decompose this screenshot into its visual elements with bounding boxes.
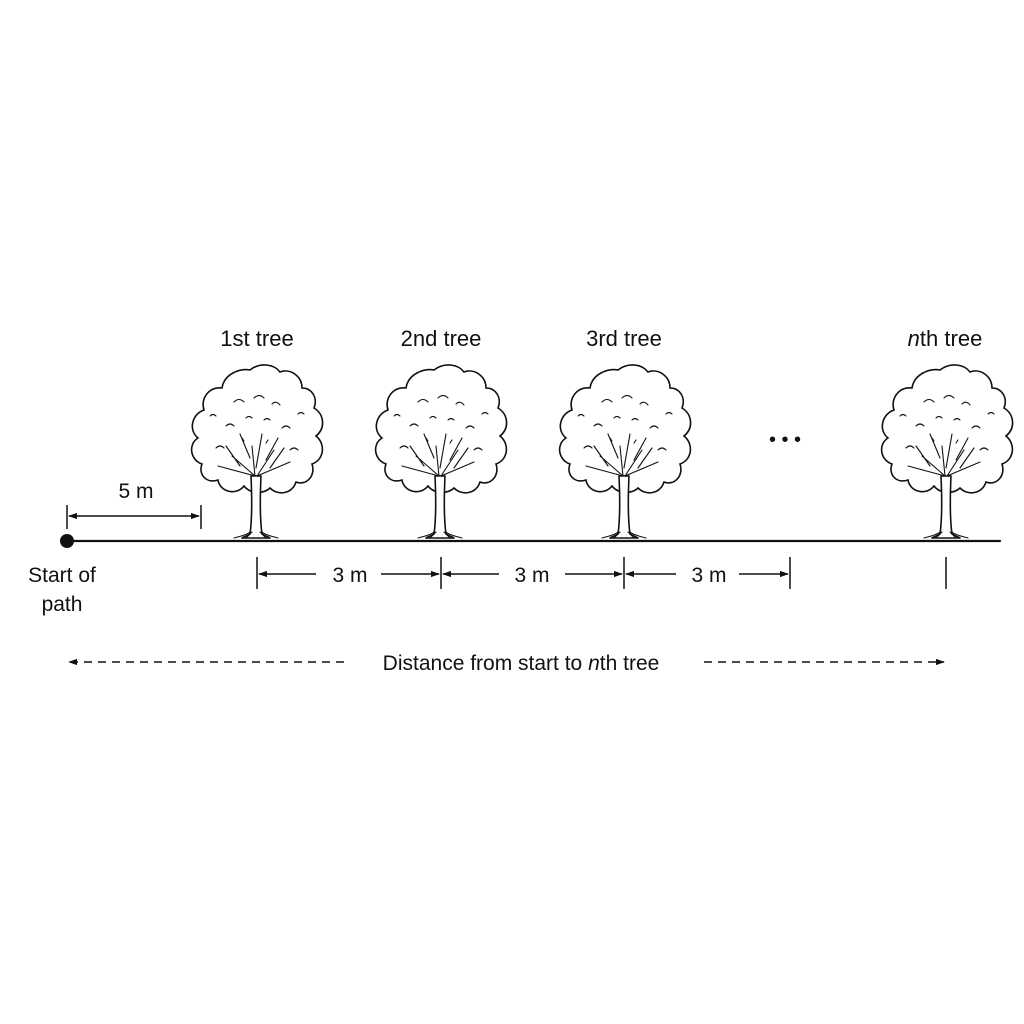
start-label-line2: path — [42, 593, 83, 616]
tree-2-label: 2nd tree — [401, 326, 482, 351]
tree-3-label: 3rd tree — [586, 326, 662, 351]
tree-n-label: nth tree — [908, 326, 983, 351]
tree-3-icon — [558, 364, 692, 539]
tree-1-label: 1st tree — [220, 326, 293, 351]
first-gap-label: 5 m — [118, 480, 153, 503]
spacing-3-label: 3 m — [691, 564, 726, 587]
spacing-1-label: 3 m — [332, 564, 367, 587]
tree-1-icon — [190, 364, 324, 539]
ellipsis-label: • • • — [769, 429, 801, 451]
start-label-line1: Start of — [28, 564, 96, 587]
start-point — [60, 534, 74, 548]
tree-2-icon — [374, 364, 508, 539]
spacing-2-label: 3 m — [514, 564, 549, 587]
tree-n-icon — [880, 364, 1014, 539]
total-distance-label: Distance from start to nth tree — [383, 652, 660, 675]
